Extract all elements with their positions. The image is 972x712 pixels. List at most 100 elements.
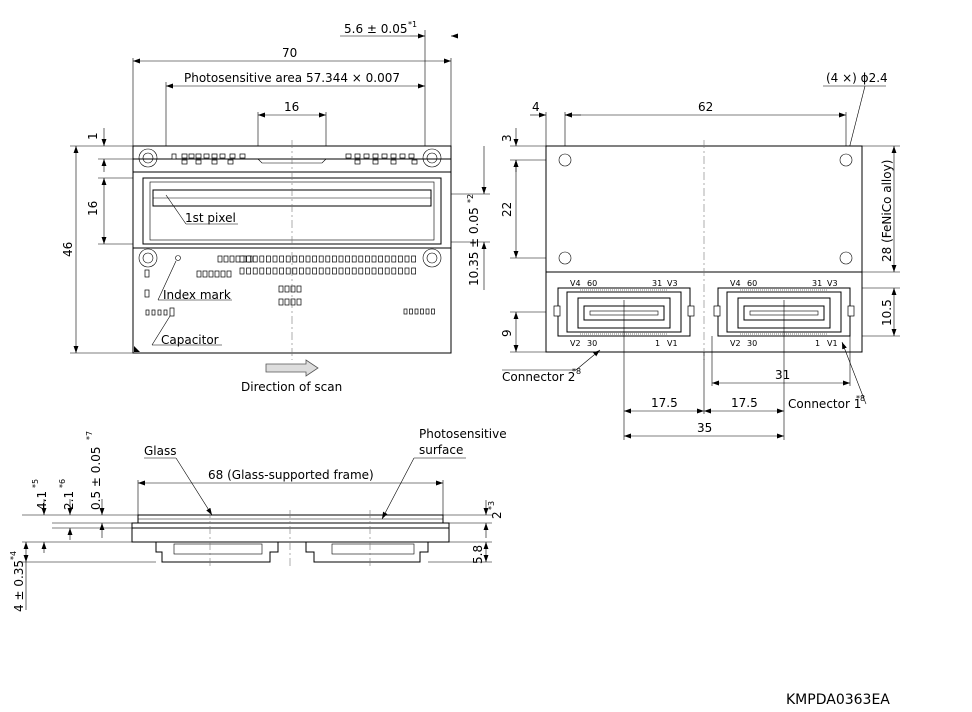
- dim-4-1: 4.1 *5: [31, 479, 49, 553]
- dim-35: 35: [624, 421, 784, 439]
- dim-17-5a-text: 17.5: [651, 396, 678, 410]
- dim-46: 46: [61, 146, 79, 353]
- dim-2-note: *3: [487, 501, 496, 510]
- dim-5-6: 5.6 ± 0.05 *1: [340, 20, 458, 39]
- corner-mark: [134, 346, 140, 352]
- c1-pin-30: 30: [747, 339, 757, 348]
- dim-70: 70: [133, 46, 451, 64]
- dim-5-6-note: *1: [408, 20, 417, 29]
- dim-4-035: 4 ± 0.35 *4: [9, 542, 29, 612]
- label-scan-direction: Direction of scan: [241, 380, 342, 394]
- c1-pin-31: 31: [812, 279, 822, 288]
- dim-17-5-left: 17.5: [624, 396, 704, 414]
- dim-4-035-note: *4: [9, 551, 18, 560]
- dim-16-left-text: 16: [86, 201, 100, 216]
- dim-1-text: 1: [86, 132, 100, 140]
- side-view: Glass Photosensitive surface 68 (Glass-s…: [9, 427, 507, 612]
- dim-68-text: 68 (Glass-supported frame): [208, 468, 374, 482]
- dim-0-5-text: 0.5 ± 0.05: [89, 447, 103, 511]
- dim-22-text: 22: [500, 202, 514, 217]
- label-connector-2-note: *8: [572, 367, 581, 376]
- dim-9-text: 9: [500, 329, 514, 337]
- dim-2-1-note: *6: [58, 479, 67, 488]
- dim-0-5: 0.5 ± 0.05 *7: [85, 431, 105, 538]
- dim-31-text: 31: [775, 368, 790, 382]
- c1-pin-v1: V1: [827, 339, 838, 348]
- dim-4-1-note: *5: [31, 479, 40, 488]
- dim-1-left: 1: [86, 128, 107, 172]
- label-connector-2: Connector 2: [502, 370, 575, 384]
- dim-10-5: 10.5: [880, 288, 897, 336]
- back-mount-holes: [558, 153, 853, 265]
- c2-pin-v4: V4: [570, 279, 581, 288]
- top-pads: [171, 153, 418, 165]
- dim-31: 31: [712, 368, 850, 386]
- label-connector-1-note: *8: [856, 394, 865, 403]
- label-capacitor: Capacitor: [161, 333, 219, 347]
- label-surface-2: surface: [419, 443, 463, 457]
- dim-4-1-text: 4.1: [35, 491, 49, 510]
- dim-46-text: 46: [61, 242, 75, 257]
- side-pcb: [131, 527, 450, 543]
- dim-active-area-text: Photosensitive area 57.344 × 0.007: [184, 71, 400, 85]
- c2-pin-31: 31: [652, 279, 662, 288]
- c2-pin-30: 30: [587, 339, 597, 348]
- dim-2-1-text: 2.1: [62, 491, 76, 510]
- c2-pin-v2: V2: [570, 339, 581, 348]
- dim-0-5-note: *7: [85, 431, 94, 440]
- dim-16-center: 16: [258, 100, 326, 118]
- dim-9: 9: [500, 312, 519, 352]
- dim-10-35-text: 10.35 ± 0.05: [467, 207, 481, 286]
- dim-16-left: 16: [86, 178, 107, 244]
- c1-pin-1: 1: [815, 339, 820, 348]
- dim-17-5b-text: 17.5: [731, 396, 758, 410]
- dim-70-text: 70: [282, 46, 297, 60]
- lower-pads: [145, 255, 435, 317]
- dim-4-035-text: 4 ± 0.35: [12, 560, 26, 612]
- dim-5-8: 5.8: [471, 542, 489, 564]
- side-frame: [131, 522, 450, 529]
- c2-pin-60: 60: [587, 279, 597, 288]
- dim-3: 3: [500, 128, 519, 172]
- label-index-mark: Index mark: [163, 288, 231, 302]
- c1-pin-60: 60: [747, 279, 757, 288]
- dim-62: 62: [565, 100, 846, 118]
- dim-4-text: 4: [532, 100, 540, 114]
- dim-28-text: 28 (FeNiCo alloy): [880, 160, 894, 262]
- dim-4: 4: [530, 100, 581, 118]
- side-profile-right: [305, 542, 429, 563]
- dim-3-text: 3: [500, 134, 514, 142]
- c2-pin-v3: V3: [667, 279, 678, 288]
- drawing-code: KMPDA0363EA: [786, 692, 890, 708]
- c1-pin-v2: V2: [730, 339, 741, 348]
- dim-holes: (4 ×) ϕ2.4: [823, 71, 888, 154]
- dim-68: 68 (Glass-supported frame): [138, 468, 443, 486]
- dim-holes-text: (4 ×) ϕ2.4: [826, 71, 888, 85]
- c2-pin-v1: V1: [667, 339, 678, 348]
- dim-10-35: 10.35 ± 0.05 *2: [466, 146, 487, 290]
- top-view: 5.6 ± 0.05 *1 70 Photosensitive area 57.…: [61, 20, 490, 394]
- dim-16-center-text: 16: [284, 100, 299, 114]
- dim-17-5-right: 17.5: [704, 396, 784, 414]
- c1-pin-v3: V3: [827, 279, 838, 288]
- label-connector-1: Connector 1: [788, 397, 861, 411]
- label-glass: Glass: [144, 444, 177, 458]
- dim-28: 28 (FeNiCo alloy): [880, 146, 897, 272]
- top-leaders: [144, 194, 238, 346]
- label-surface-1: Photosensitive: [419, 427, 507, 441]
- dim-2: 2 *3: [483, 500, 504, 538]
- label-first-pixel: 1st pixel: [185, 211, 236, 225]
- c1-pin-v4: V4: [730, 279, 741, 288]
- dim-35-text: 35: [697, 421, 712, 435]
- dim-2-1: 2.1 *6: [58, 479, 76, 540]
- dim-10-5-text: 10.5: [880, 299, 894, 326]
- scan-arrow-icon: [265, 359, 319, 377]
- back-view: 4 62 (4 ×) ϕ2.4 3 22 9: [500, 71, 900, 440]
- dim-active-area: Photosensitive area 57.344 × 0.007: [166, 71, 425, 89]
- dim-5-8-text: 5.8: [471, 545, 485, 564]
- dim-5-6-text: 5.6 ± 0.05: [344, 22, 408, 36]
- dim-10-35-note: *2: [466, 194, 475, 203]
- dim-62-text: 62: [698, 100, 713, 114]
- side-profile-left: [155, 542, 279, 563]
